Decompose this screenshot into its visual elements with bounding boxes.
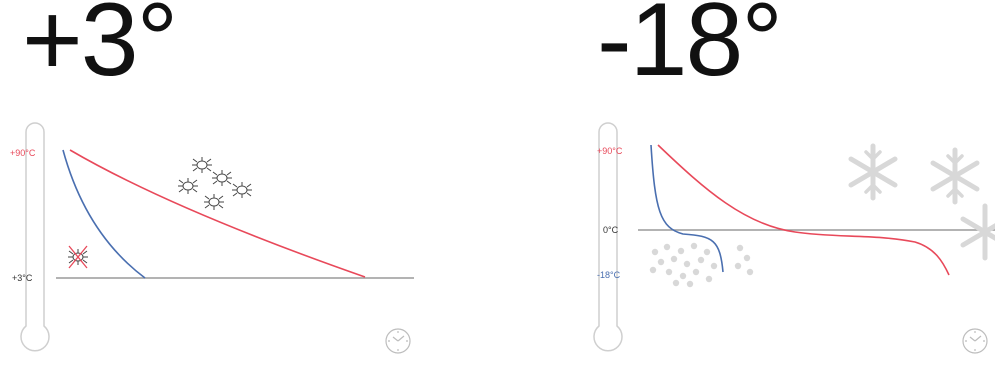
snowflake-icon <box>848 143 995 261</box>
right-panel: -18° +90°C 0°C -18°C <box>575 0 995 365</box>
left-level-label: +3°C <box>12 273 33 283</box>
left-red-curve <box>69 149 366 278</box>
clock-icon <box>962 328 988 354</box>
left-cooling-diagram: +90°C +3°C <box>10 122 414 354</box>
left-blue-curve <box>62 149 146 279</box>
right-red-curve <box>657 144 950 276</box>
left-panel: +3° +90°C +3°C <box>0 0 480 365</box>
right-zero-label: 0°C <box>603 225 619 235</box>
right-big-temperature: -18° <box>597 0 783 98</box>
thermometer-icon <box>20 122 50 352</box>
clock-icon <box>385 328 411 354</box>
thermometer-icon <box>593 122 623 352</box>
crossed-out-bacteria-icon <box>68 245 88 269</box>
bacteria-icon <box>178 157 252 210</box>
right-freezing-diagram: +90°C 0°C -18°C <box>593 122 995 354</box>
right-blue-curve <box>650 144 724 273</box>
left-top-scale-label: +90°C <box>10 148 36 158</box>
right-top-scale-label: +90°C <box>597 146 623 156</box>
left-big-temperature: +3° <box>22 0 178 98</box>
right-level-label: -18°C <box>597 270 621 280</box>
ice-crystals-icon <box>649 242 754 288</box>
